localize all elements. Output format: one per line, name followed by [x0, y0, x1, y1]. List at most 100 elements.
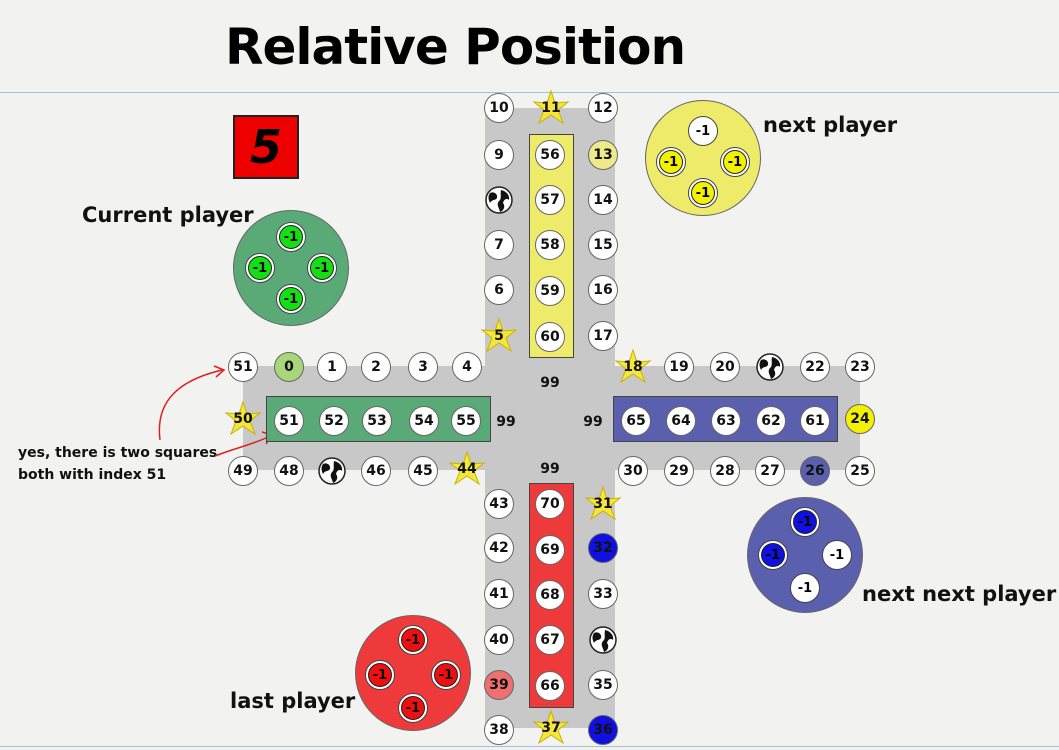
track-square[interactable]: 4 [452, 352, 482, 382]
home-square[interactable]: 56 [535, 140, 565, 170]
track-square[interactable]: 32 [588, 533, 618, 563]
yellow-piece[interactable]: -1 [656, 147, 686, 177]
dice[interactable]: 5 [233, 115, 299, 179]
track-square[interactable]: 9 [484, 140, 514, 170]
home-square[interactable]: 70 [535, 489, 565, 519]
blue-piece[interactable]: -1 [758, 540, 788, 570]
track-square[interactable]: 28 [710, 456, 740, 486]
blue-piece[interactable]: -1 [790, 573, 820, 603]
home-square[interactable]: 55 [451, 406, 481, 436]
track-square[interactable]: 13 [588, 140, 618, 170]
track-square[interactable]: 20 [710, 352, 740, 382]
home-square[interactable]: 52 [319, 406, 349, 436]
track-square[interactable]: 14 [588, 185, 618, 215]
piece-label: -1 [368, 663, 392, 687]
home-square[interactable]: 60 [535, 322, 565, 352]
track-square[interactable]: 1 [317, 352, 347, 382]
track-square[interactable]: 40 [484, 625, 514, 655]
home-square[interactable]: 66 [535, 671, 565, 701]
home-square[interactable]: 62 [756, 406, 786, 436]
track-square[interactable]: 42 [484, 533, 514, 563]
piece-label: -1 [793, 576, 817, 600]
top-divider [0, 92, 1059, 93]
track-square[interactable]: 24 [845, 404, 875, 434]
track-square-star[interactable]: 11 [532, 89, 570, 125]
track-square[interactable]: 16 [588, 275, 618, 305]
track-square[interactable]: 41 [484, 579, 514, 609]
home-square[interactable]: 65 [621, 406, 651, 436]
yellow-piece[interactable]: -1 [688, 116, 718, 146]
piece-label: -1 [691, 119, 715, 143]
track-square-star[interactable]: 18 [614, 348, 652, 384]
home-square[interactable]: 58 [535, 230, 565, 260]
piece-label: -1 [723, 150, 747, 174]
track-square[interactable]: 36 [588, 715, 618, 745]
yellow-piece[interactable]: -1 [720, 147, 750, 177]
track-square[interactable]: 45 [408, 456, 438, 486]
home-square[interactable]: 67 [535, 625, 565, 655]
track-square-globe-icon[interactable] [755, 352, 785, 382]
square-label: 44 [457, 461, 477, 477]
home-square[interactable]: 59 [535, 276, 565, 306]
red-piece[interactable]: -1 [365, 660, 395, 690]
track-square-star[interactable]: 5 [480, 317, 518, 353]
blue-piece[interactable]: -1 [822, 540, 852, 570]
green-piece[interactable]: -1 [276, 222, 306, 252]
yellow-piece[interactable]: -1 [688, 178, 718, 208]
track-square-globe-icon[interactable] [317, 456, 347, 486]
track-square[interactable]: 43 [484, 489, 514, 519]
track-square[interactable]: 19 [664, 352, 694, 382]
track-square[interactable]: 17 [588, 321, 618, 351]
red-piece[interactable]: -1 [431, 660, 461, 690]
home-square[interactable]: 57 [535, 185, 565, 215]
red-piece[interactable]: -1 [398, 625, 428, 655]
green-piece[interactable]: -1 [245, 253, 275, 283]
track-square-star[interactable]: 31 [584, 485, 622, 521]
track-square[interactable]: 51 [228, 352, 258, 382]
track-square[interactable]: 15 [588, 230, 618, 260]
home-square[interactable]: 64 [666, 406, 696, 436]
track-square[interactable]: 38 [484, 715, 514, 745]
track-square[interactable]: 35 [588, 670, 618, 700]
green-piece[interactable]: -1 [276, 284, 306, 314]
track-square-star[interactable]: 44 [448, 450, 486, 486]
red-piece[interactable]: -1 [398, 693, 428, 723]
track-square-globe-icon[interactable] [588, 625, 618, 655]
home-square[interactable]: 53 [362, 406, 392, 436]
track-square[interactable]: 0 [274, 352, 304, 382]
track-square-star[interactable]: 37 [532, 709, 570, 745]
track-square[interactable]: 6 [484, 275, 514, 305]
track-square-star[interactable]: 50 [224, 400, 262, 436]
track-square[interactable]: 26 [800, 456, 830, 486]
track-square[interactable]: 3 [408, 352, 438, 382]
track-square[interactable]: 29 [664, 456, 694, 486]
track-square[interactable]: 49 [228, 456, 258, 486]
square-label: 5 [494, 328, 504, 344]
track-square[interactable]: 25 [845, 456, 875, 486]
track-square[interactable]: 23 [845, 352, 875, 382]
track-square[interactable]: 46 [361, 456, 391, 486]
home-square[interactable]: 69 [535, 535, 565, 565]
track-square[interactable]: 10 [484, 93, 514, 123]
track-square[interactable]: 12 [588, 93, 618, 123]
track-square[interactable]: 7 [484, 230, 514, 260]
track-square-globe-icon[interactable] [484, 185, 514, 215]
home-square[interactable]: 68 [535, 580, 565, 610]
center-right-value: 99 [583, 414, 603, 430]
track-square[interactable]: 39 [484, 670, 514, 700]
green-piece[interactable]: -1 [307, 253, 337, 283]
home-square[interactable]: 54 [409, 406, 439, 436]
track-square[interactable]: 30 [618, 456, 648, 486]
track-square[interactable]: 2 [361, 352, 391, 382]
home-square[interactable]: 51 [274, 406, 304, 436]
piece-label: -1 [279, 225, 303, 249]
track-square[interactable]: 22 [800, 352, 830, 382]
track-square[interactable]: 48 [274, 456, 304, 486]
track-square[interactable]: 27 [755, 456, 785, 486]
bottom-divider [0, 746, 1059, 747]
blue-piece[interactable]: -1 [790, 507, 820, 537]
track-square[interactable]: 33 [588, 579, 618, 609]
home-square[interactable]: 61 [800, 406, 830, 436]
home-square[interactable]: 63 [711, 406, 741, 436]
piece-label: -1 [401, 696, 425, 720]
